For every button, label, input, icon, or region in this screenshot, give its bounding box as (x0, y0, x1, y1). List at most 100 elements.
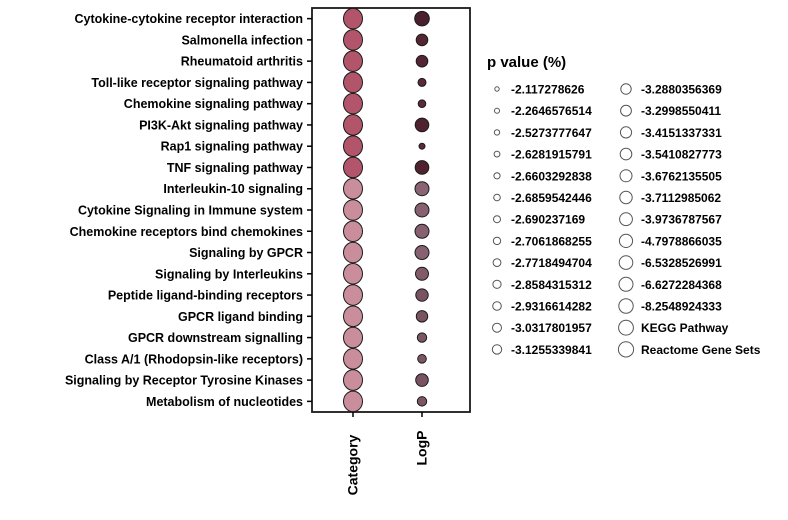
legend-size-circle (492, 236, 502, 246)
legend-value: -8.2548924333 (641, 300, 722, 314)
legend-value: -4.7978866035 (641, 234, 722, 248)
row-label: Toll-like receptor signaling pathway (91, 76, 303, 90)
legend-size-circle (620, 83, 632, 95)
category-dot (343, 262, 363, 285)
legend-value: -2.9316614282 (511, 300, 592, 314)
category-dot (343, 199, 363, 221)
legend: p value (%) -2.117278626 -2.2646576514 -2.… (487, 54, 761, 358)
legend-value: -2.690237169 (511, 213, 585, 227)
legend-size-circle (619, 190, 633, 205)
category-dot (343, 284, 363, 306)
row-label: GPCR ligand binding (178, 310, 303, 324)
logp-dot (415, 266, 429, 281)
legend-value: -2.7718494704 (511, 256, 592, 270)
category-dot (343, 156, 363, 179)
category-dot (343, 92, 363, 115)
logp-dot (415, 33, 429, 47)
logp-dot (414, 245, 430, 261)
legend-size-circle (617, 341, 635, 358)
logp-dot (415, 310, 429, 323)
legend-title: p value (%) (487, 54, 566, 71)
category-dot (343, 114, 363, 136)
logp-dot (414, 10, 430, 27)
row-label: Salmonella infection (181, 33, 303, 47)
legend-value: -6.5328526991 (641, 256, 722, 270)
legend-value: -3.6762135505 (641, 169, 722, 183)
category-dot (343, 50, 363, 72)
logp-dot (414, 223, 430, 239)
logp-dot (417, 77, 427, 87)
category-dot (343, 390, 363, 413)
legend-size-circle (493, 193, 501, 202)
category-dot (343, 29, 363, 51)
logp-dot (415, 54, 429, 68)
legend-value: -3.9736787567 (641, 213, 722, 227)
row-label: Metabolism of nucleotides (146, 395, 303, 409)
legend-value: -3.7112985062 (641, 191, 721, 205)
category-dot (343, 369, 363, 391)
legend-size-circle (619, 212, 633, 227)
category-dot (343, 326, 363, 349)
row-label: Rap1 signaling pathway (161, 140, 303, 154)
legend-size-circle (618, 233, 634, 248)
legend-size-circle (492, 322, 502, 333)
x-axis-label-logp: LogP (414, 431, 430, 466)
row-label: Chemokine signaling pathway (124, 97, 303, 111)
legend-size-circle (493, 215, 501, 224)
row-label: PI3K-Akt signaling pathway (139, 118, 303, 132)
row-label: Rheumatoid arthritis (181, 55, 303, 69)
legend-size-circle (492, 258, 502, 268)
legend-value: -3.2998550411 (641, 104, 721, 118)
legend-value: -3.5410827773 (641, 148, 722, 162)
logp-dot (414, 181, 430, 197)
row-label: Peptide ligand-binding receptors (108, 289, 303, 303)
legend-value: -2.5273777647 (511, 126, 592, 140)
category-dot (343, 177, 363, 200)
legend-size-circle (618, 298, 634, 314)
x-axis: Category LogP (345, 431, 430, 496)
x-axis-label-category: Category (345, 434, 361, 495)
legend-size-circle (619, 126, 633, 139)
legend-value: KEGG Pathway (641, 321, 729, 335)
category-dot (343, 135, 363, 158)
logp-dot (415, 373, 429, 387)
legend-size-circle (492, 301, 502, 311)
legend-value: -2.117278626 (511, 83, 585, 97)
legend-size-circle (618, 276, 634, 292)
category-dot (343, 348, 363, 370)
logp-dot (418, 142, 426, 150)
logp-dot (416, 396, 428, 407)
logp-dot (417, 99, 427, 108)
logp-dot (416, 332, 428, 343)
legend-size-circle (620, 104, 632, 117)
logp-dot (414, 117, 430, 133)
row-label: TNF signaling pathway (167, 161, 303, 175)
legend-size-circle (493, 129, 501, 136)
legend-value: -3.0317801957 (511, 321, 592, 335)
legend-value: -2.6603292838 (511, 169, 592, 183)
category-dot (343, 71, 363, 94)
row-label: Interleukin-10 signaling (163, 182, 303, 196)
legend-value: -2.2646576514 (511, 104, 592, 118)
legend-value: -6.6272284368 (641, 278, 722, 292)
legend-value: -2.8584315312 (511, 278, 592, 292)
category-dot (343, 220, 363, 243)
row-label: Cytokine Signaling in Immune system (78, 204, 303, 218)
legend-value: -3.2880356369 (641, 83, 722, 97)
logp-dot (417, 354, 427, 364)
row-label: Cytokine-cytokine receptor interaction (74, 12, 303, 26)
legend-size-circle (619, 169, 633, 183)
logp-dot (414, 202, 430, 218)
row-label: Signaling by GPCR (189, 246, 303, 260)
plot-rows: Cytokine-cytokine receptor interactionSa… (65, 7, 430, 417)
legend-size-circle (618, 319, 634, 336)
legend-size-circle (491, 344, 503, 355)
row-label: GPCR downstream signalling (128, 331, 303, 345)
legend-value: Reactome Gene Sets (641, 343, 761, 357)
logp-dot (414, 160, 430, 175)
legend-size-circle (492, 279, 502, 289)
row-label: Chemokine receptors bind chemokines (70, 225, 303, 239)
category-dot (343, 241, 363, 264)
logp-dot (415, 288, 429, 302)
